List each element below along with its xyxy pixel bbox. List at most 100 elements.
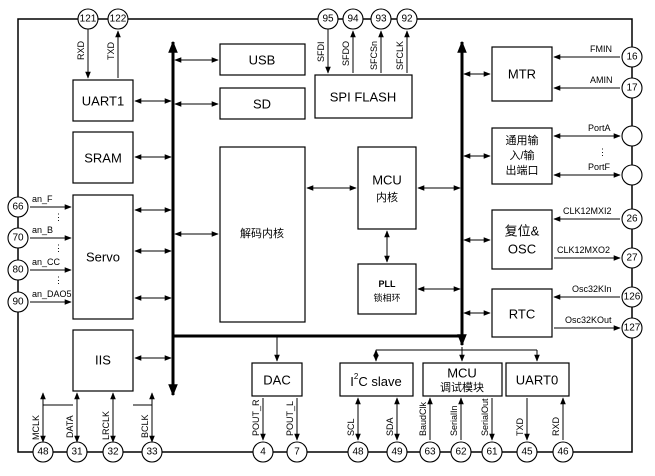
decoder-block: 解码内核 [219,146,306,323]
fmin-label: FMIN [590,44,612,54]
mcu-core-label-2: 内核 [376,190,398,204]
usb-block: USB [219,43,306,76]
pin-90-label: 90 [12,297,24,308]
pin-95 [317,8,339,30]
uart0-block: UART0 [505,362,570,397]
clk-out-label: CLK12MXO2 [557,245,610,255]
pin-46-label: 46 [557,447,569,458]
pout-r-label: POUT_R [251,399,261,436]
pin-127-label: 127 [624,323,641,334]
pin-45-label: 45 [521,447,533,458]
pin-66-label: 66 [12,202,24,213]
pin-94-label: 94 [347,14,359,25]
pin-122 [107,8,129,30]
txd-top-label: TXD [106,41,116,60]
pin-32 [102,441,124,463]
pin-26-label: 26 [626,214,638,225]
pin-94 [342,8,364,30]
pin-48-i2c [347,441,369,463]
pin-49-label: 49 [391,447,403,458]
mtr-label: MTR [508,67,536,82]
decoder-label: 解码内核 [240,226,284,240]
serialin-label: SerialIn [449,405,459,436]
pin-48-iis [32,441,54,463]
pin-17 [621,77,643,99]
right-pins: FMIN 16 AMIN 17 PortA ⋮ PortF CLK12MXI2 … [553,44,643,339]
pin-92-label: 92 [401,14,413,25]
serialout-label: SerialOut [480,398,490,436]
left-pins: an_F 66 ⋮ an_B 70 ⋮ an_CC 80 ⋮ an_DAO5 9… [7,194,72,313]
pin-62 [450,441,472,463]
rxd-top-label: RXD [76,40,86,60]
porta-label: PortA [588,123,611,133]
uart1-pins: RXD TXD 121 122 [76,8,129,79]
ellipsis-3: ⋮ [54,275,63,285]
pin-27-label: 27 [626,253,638,264]
debug-pins: BaudClk SerialIn SerialOut 63 62 61 [418,397,503,463]
pin-126-label: 126 [624,292,641,303]
iis-block: IIS [72,329,134,392]
an-f-label: an_F [32,194,53,204]
ellipsis-1: ⋮ [54,212,63,222]
scl-label: SCL [346,418,356,436]
clk-in-label: CLK12MXI2 [563,206,612,216]
pll-label-2: 锁相环 [373,292,400,303]
rtc-block: RTC [491,288,553,338]
pin-63 [419,441,441,463]
pin-61-label: 61 [486,447,498,458]
txd-bot-label: TXD [515,417,525,436]
sram-label: SRAM [84,151,122,166]
uart1-label: UART1 [82,94,124,109]
sfclk-label: SFCLK [395,41,405,70]
pin-66 [7,196,29,218]
i2c-pins: SCL SDA 48 49 [346,397,408,463]
sd-label: SD [253,97,271,112]
ellipsis-2: ⋮ [54,243,63,253]
i2c-slave-block: I2C slave [339,362,414,397]
pin-31 [66,441,88,463]
pin-92 [396,8,418,30]
portf-label: PortF [588,162,611,172]
sda-label: SDA [385,417,395,436]
bclk-label: BCLK [140,414,150,438]
pll-block: PLL 锁相环 [357,263,417,315]
mcu-core-block: MCU 内核 [357,146,417,230]
mcu-debug-label-1: MCU [447,366,477,381]
pin-48-iis-label: 48 [37,447,49,458]
gpio-label-2: 入/输 [509,148,534,162]
pin-7 [286,441,308,463]
pin-4-label: 4 [260,447,266,458]
uart0-label: UART0 [516,373,558,388]
sfcsn-label: SFCSn [369,41,379,70]
data-label: DATA [65,415,75,438]
servo-block: Servo [72,194,134,320]
reset-osc-label-1: 复位& [505,224,540,239]
pin-49 [386,441,408,463]
lrclk-label: LRCLK [101,411,111,440]
iis-label: IIS [95,353,111,368]
gpio-label-3: 出端口 [506,163,539,177]
pin-63-label: 63 [424,447,436,458]
usb-label: USB [249,53,276,68]
gpio-label-1: 通用输 [506,133,539,147]
spi-flash-label: SPI FLASH [330,90,396,105]
pin-7-label: 7 [294,447,300,458]
mtr-block: MTR [491,46,553,102]
servo-label: Servo [86,250,120,265]
sfdi-label: SFDI [316,41,326,62]
port-a-pin [621,125,643,147]
pin-33 [141,441,163,463]
pin-80 [7,259,29,281]
sfdo-label: SFDO [341,41,351,66]
pin-17-label: 17 [626,83,638,94]
pin-95-label: 95 [322,14,334,25]
i2c-slave-label: I2C slave [350,372,401,389]
baudclk-label: BaudClk [418,401,428,436]
pin-122-label: 122 [110,14,127,25]
pin-31-label: 31 [71,447,83,458]
pin-4 [252,441,274,463]
iis-pins: MCLK DATA LRCLK BCLK 48 31 32 33 [31,392,163,463]
dac-block: DAC [251,362,303,397]
sram-block: SRAM [72,131,134,184]
